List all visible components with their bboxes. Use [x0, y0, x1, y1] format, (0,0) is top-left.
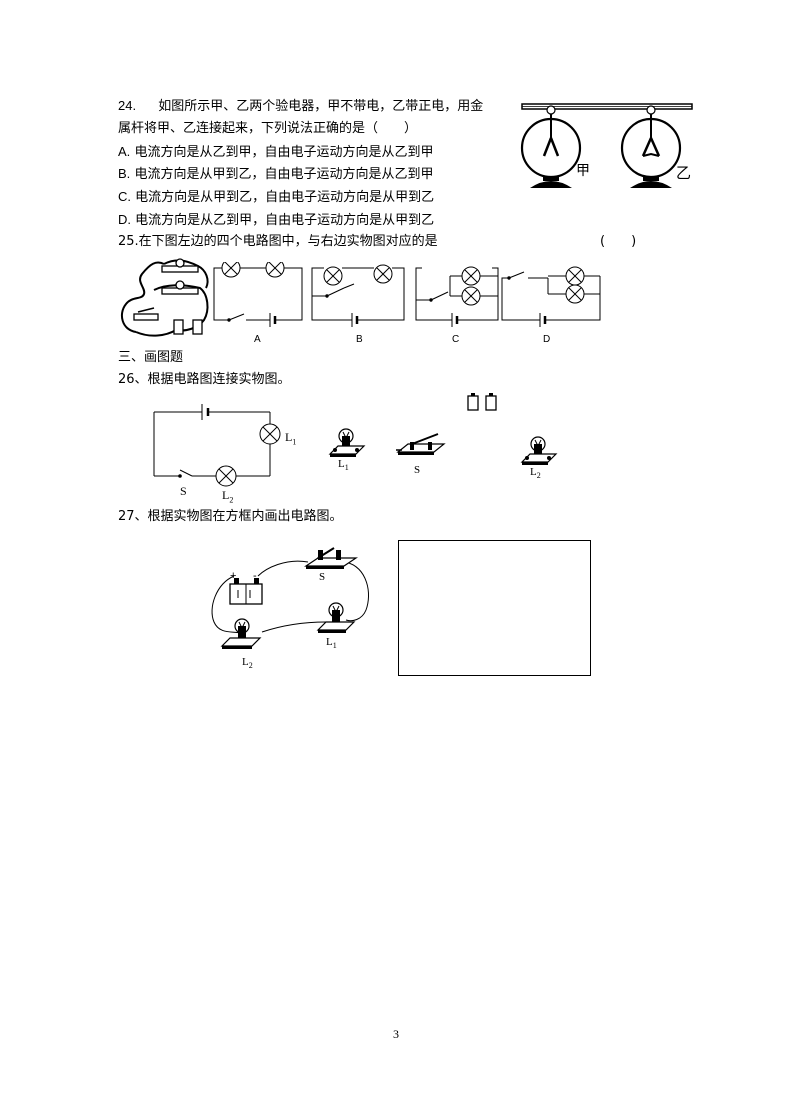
q24-option-a: A. 电流方向是从乙到甲，自由电子运动方向是从乙到甲	[118, 144, 434, 160]
circuit-c	[415, 264, 499, 327]
q26-label-l1: L1	[285, 430, 297, 447]
caption-b: B	[356, 334, 363, 345]
q26-label-s: S	[180, 484, 187, 498]
q26-circuit-diagram	[153, 404, 281, 487]
q26-switch-label: S	[414, 464, 421, 476]
q24-stem-line2: 属杆将甲、乙连接起来，下列说法正确的是（ ）	[118, 121, 418, 136]
q25-paren: ( )	[600, 234, 637, 249]
q24-option-c: C. 电流方向是从甲到乙，自由电子运动方向是从甲到乙	[118, 189, 435, 205]
q27-label-l1: L1	[326, 636, 337, 651]
q27-label-s: S	[319, 571, 326, 583]
q24-stem-text1: 如图所示甲、乙两个验电器，甲不带电，乙带正电，用金	[158, 99, 484, 114]
q26-bulb-l1-component	[328, 428, 366, 457]
q27-stem: 27、根据实物图在方框内画出电路图。	[118, 509, 343, 524]
q27-answer-box[interactable]	[398, 540, 591, 676]
q26-bulb-l2-label: L2	[530, 466, 541, 481]
caption-c: C	[452, 334, 460, 345]
q26-label-l2: L2	[222, 488, 234, 505]
q27-label-l2: L2	[242, 656, 253, 671]
caption-a: A	[254, 334, 261, 345]
label-yi: 乙	[676, 164, 692, 182]
q24-option-d: D. 电流方向是从乙到甲，自由电子运动方向是从甲到乙	[118, 212, 435, 228]
circuit-a	[213, 262, 303, 327]
circuit-d	[501, 266, 604, 327]
q24-stem-line1: 24. 如图所示甲、乙两个验电器，甲不带电，乙带正电，用金	[118, 98, 483, 115]
q26-bulb-l1-label: L1	[338, 458, 349, 473]
q25-physical-circuit	[120, 258, 209, 337]
q27-physical-circuit	[211, 547, 369, 649]
q26-bulb-l2-component	[520, 436, 558, 465]
q25-circuit-diagrams	[213, 262, 604, 327]
q25-stem: 25.在下图左边的四个电路图中，与右边实物图对应的是	[118, 234, 438, 249]
q24-option-b: B. 电流方向是从甲到乙，自由电子运动方向是从乙到甲	[118, 166, 434, 182]
circuit-b	[311, 262, 405, 327]
q27-label-plus: +	[230, 570, 237, 582]
q26-stem: 26、根据电路图连接实物图。	[118, 372, 291, 387]
q24-number: 24.	[118, 98, 137, 113]
section-title: 三、画图题	[118, 350, 184, 365]
q27-label-minus: -	[253, 570, 257, 582]
electroscope-figure	[520, 103, 693, 188]
page-number: 3	[393, 1027, 399, 1041]
q26-switch-component	[396, 433, 446, 455]
caption-d: D	[543, 334, 551, 345]
label-jia: 甲	[576, 163, 590, 179]
q26-battery-component	[467, 393, 497, 411]
